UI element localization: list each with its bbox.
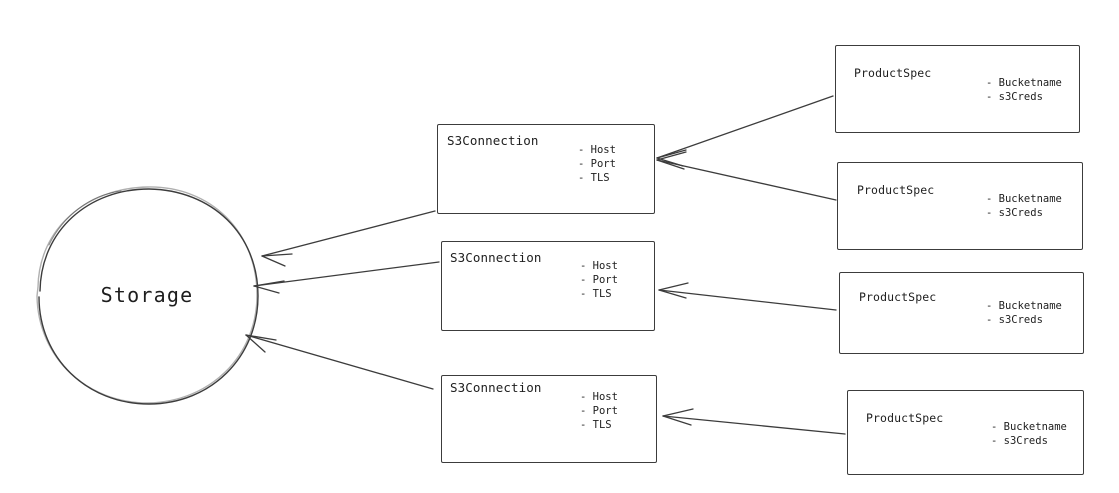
field-host: - Host [580, 391, 618, 403]
field-tls: - TLS [580, 419, 612, 431]
arrow-spec4-to-conn3[interactable] [662, 408, 846, 435]
productspec-fields-1: - Bucketname - s3Creds [986, 76, 1062, 104]
s3connection-title-3: S3Connection [450, 380, 542, 395]
productspec-box-4[interactable] [847, 390, 1086, 477]
s3connection-box-2[interactable] [441, 241, 657, 333]
storage-circle[interactable] [36, 186, 259, 405]
field-port: - Port [580, 405, 618, 417]
field-host: - Host [580, 260, 618, 272]
field-port: - Port [580, 274, 618, 286]
s3connection-title-2: S3Connection [450, 250, 542, 265]
productspec-title-4: ProductSpec [866, 411, 944, 425]
field-bucketname: - Bucketname [991, 421, 1067, 433]
arrow-conn1-to-storage[interactable] [261, 210, 436, 267]
field-host: - Host [578, 144, 616, 156]
field-s3creds: - s3Creds [991, 435, 1048, 447]
arrow-spec2-to-conn1[interactable] [656, 151, 837, 201]
field-bucketname: - Bucketname [986, 300, 1062, 312]
s3connection-fields-1: - Host - Port - TLS [578, 143, 616, 185]
productspec-title-1: ProductSpec [854, 66, 932, 80]
field-port: - Port [578, 158, 616, 170]
s3connection-fields-3: - Host - Port - TLS [580, 390, 618, 432]
productspec-box-1[interactable] [835, 45, 1082, 135]
arrow-spec1-to-conn1[interactable] [656, 95, 834, 167]
productspec-fields-2: - Bucketname - s3Creds [986, 192, 1062, 220]
arrow-conn3-to-storage[interactable] [245, 334, 434, 390]
storage-label: Storage [100, 283, 194, 307]
field-bucketname: - Bucketname [986, 193, 1062, 205]
s3connection-title-1: S3Connection [447, 133, 539, 148]
productspec-title-2: ProductSpec [857, 183, 935, 197]
field-s3creds: - s3Creds [986, 207, 1043, 219]
productspec-box-3[interactable] [839, 272, 1086, 356]
arrow-spec3-to-conn2[interactable] [658, 282, 837, 311]
field-s3creds: - s3Creds [986, 314, 1043, 326]
productspec-fields-3: - Bucketname - s3Creds [986, 299, 1062, 327]
field-bucketname: - Bucketname [986, 77, 1062, 89]
arrow-conn2-to-storage[interactable] [253, 261, 440, 294]
field-s3creds: - s3Creds [986, 91, 1043, 103]
productspec-title-3: ProductSpec [859, 290, 937, 304]
field-tls: - TLS [580, 288, 612, 300]
s3connection-fields-2: - Host - Port - TLS [580, 259, 618, 301]
productspec-fields-4: - Bucketname - s3Creds [991, 420, 1067, 448]
field-tls: - TLS [578, 172, 610, 184]
productspec-box-2[interactable] [837, 162, 1085, 252]
